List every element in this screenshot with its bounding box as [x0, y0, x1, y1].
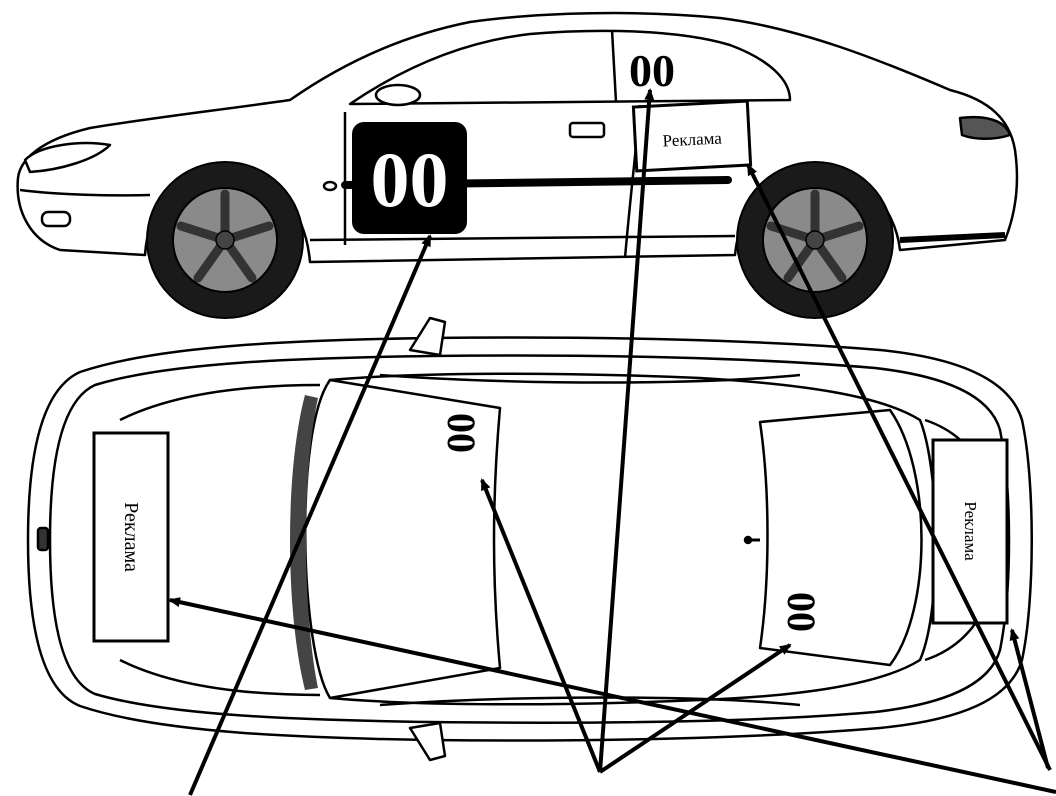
front-emblem [38, 528, 48, 550]
door-handle [570, 123, 604, 137]
side-window-number: 00 [629, 45, 675, 96]
door-number-plate: 00 [352, 122, 467, 234]
hood-ad-label: Реклама [120, 502, 142, 572]
top-cabin [305, 374, 936, 705]
trunk-ad-label: Реклама [961, 501, 980, 561]
side-ad-label: Реклама [662, 128, 723, 150]
windshield-number: 00 [439, 413, 484, 453]
trunk-ad-box: Реклама [933, 440, 1007, 623]
rear-window-number: 00 [779, 592, 824, 632]
front-wheel [147, 162, 303, 318]
side-indicator [324, 182, 336, 190]
side-ad-box: Реклама [633, 101, 750, 171]
top-view-car [28, 318, 1032, 760]
fog-light [42, 212, 70, 226]
hood-ad-box: Реклама [94, 433, 168, 641]
top-mirror-right [410, 723, 445, 760]
door-number: 00 [371, 136, 449, 223]
top-mirror-left [410, 318, 445, 355]
antenna-base [745, 537, 751, 543]
arrow-to-trunk-ad [1012, 630, 1048, 768]
side-mirror [376, 85, 420, 105]
